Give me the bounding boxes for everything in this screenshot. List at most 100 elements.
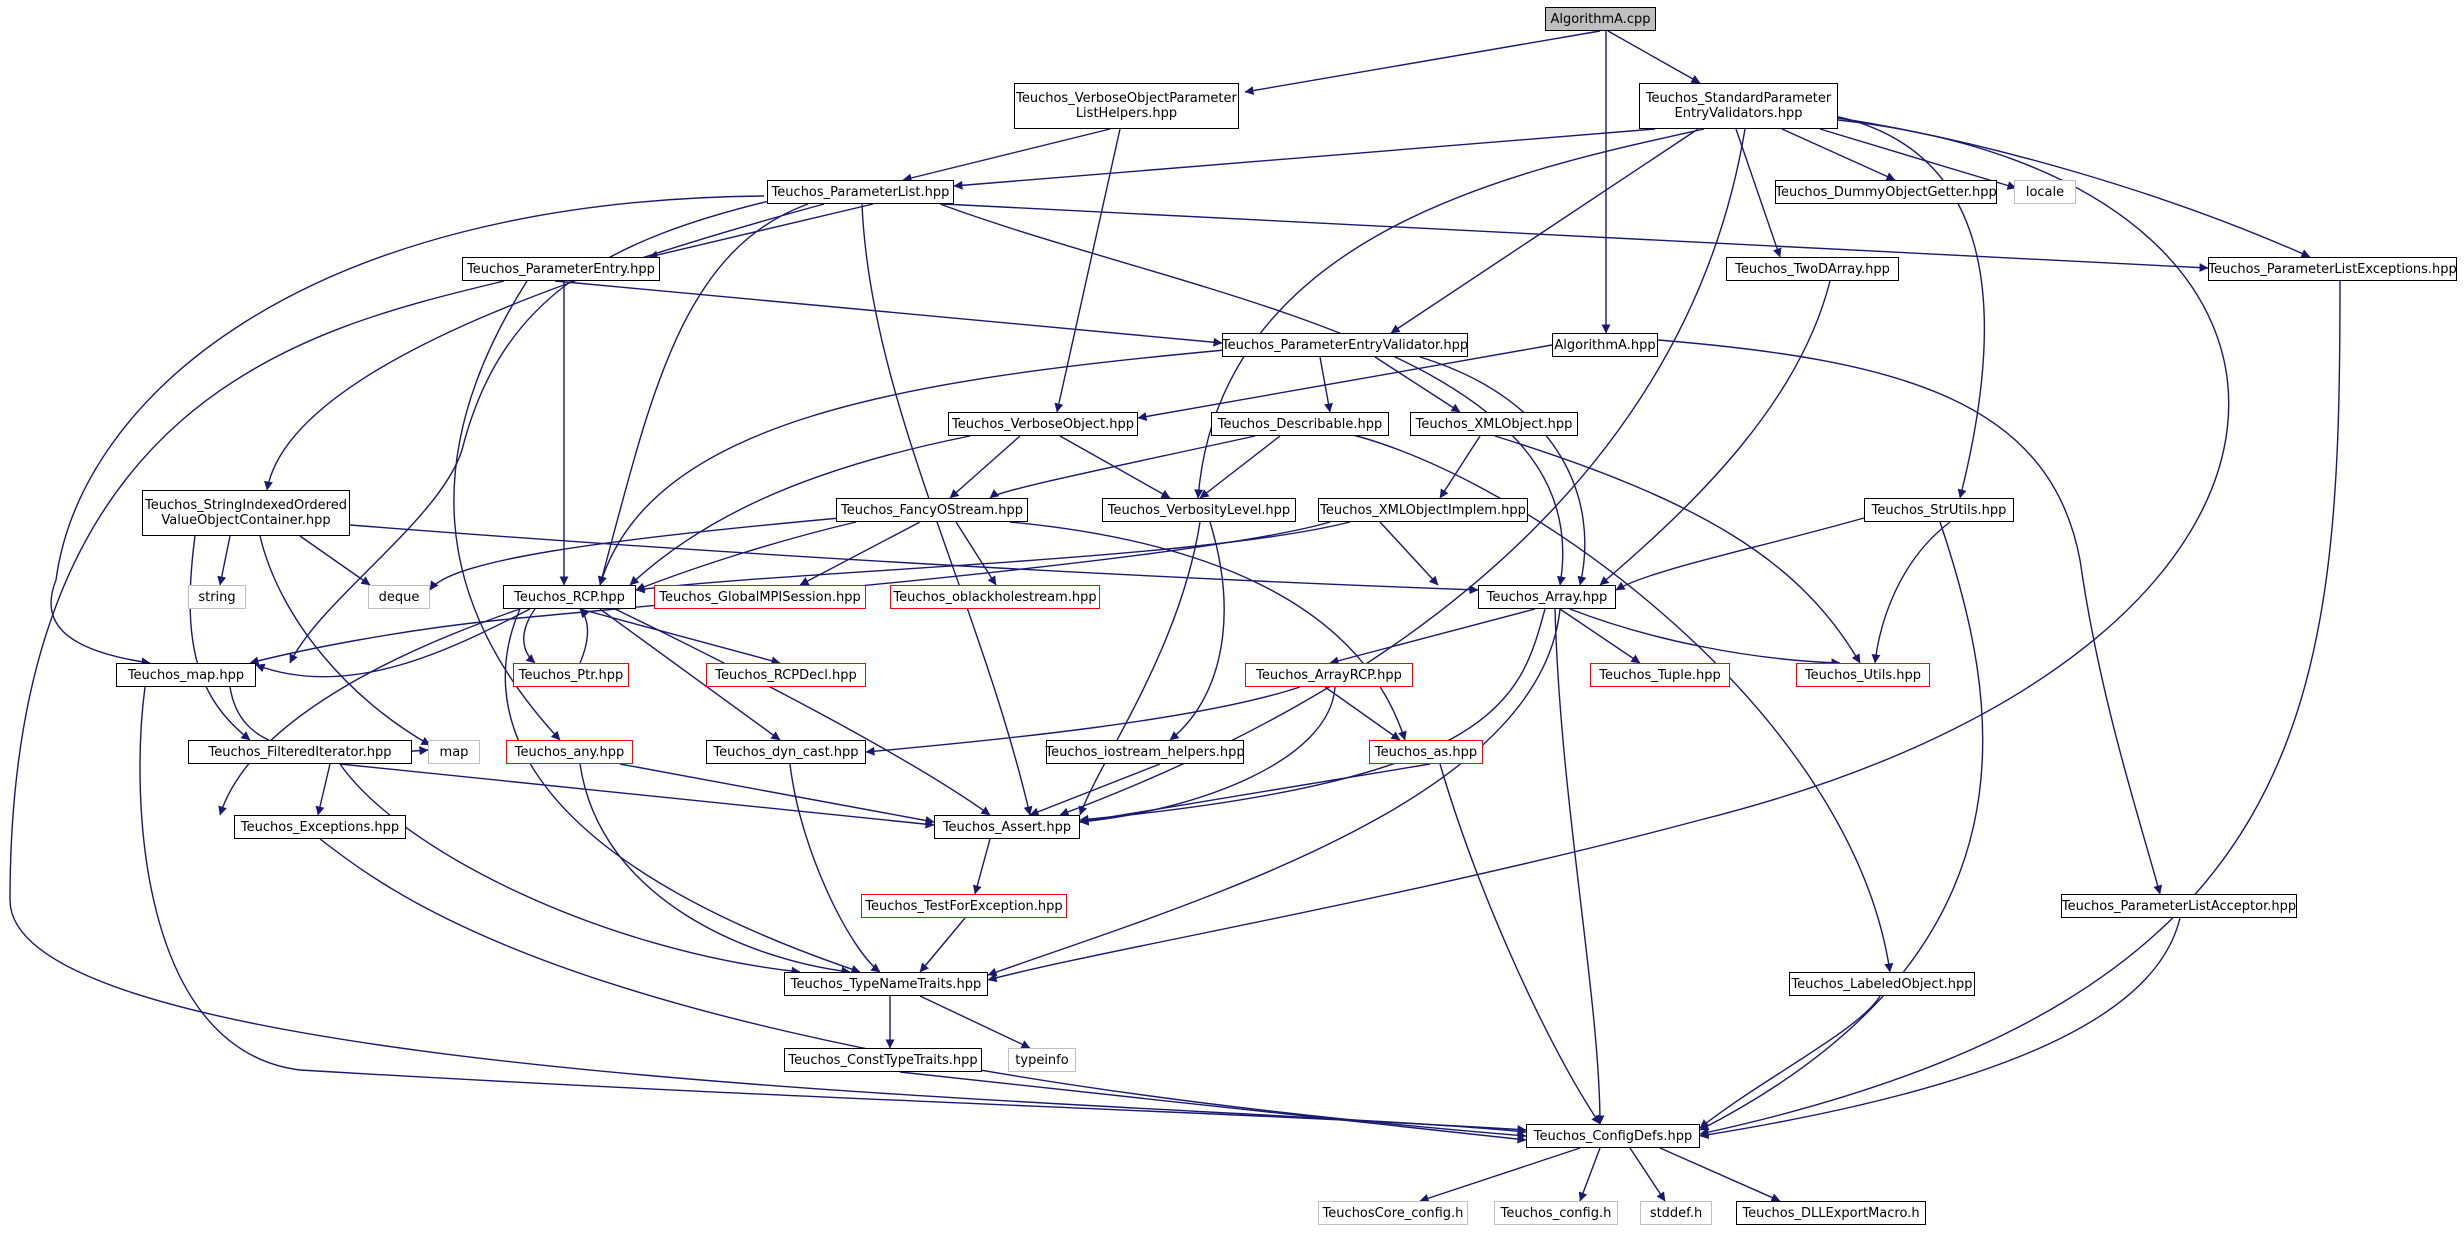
node-dll-export-macro[interactable]: Teuchos_DLLExportMacro.h: [1736, 1201, 1926, 1225]
node-parameter-list-acceptor[interactable]: Teuchos_ParameterListAcceptor.hpp: [2061, 894, 2297, 918]
node-string[interactable]: string: [188, 585, 246, 609]
node-parameter-entry[interactable]: Teuchos_ParameterEntry.hpp: [462, 257, 660, 281]
node-deque[interactable]: deque: [368, 585, 430, 609]
node-label: Teuchos_Ptr.hpp: [518, 667, 624, 683]
dependency-edge: [1390, 128, 1699, 334]
node-assert[interactable]: Teuchos_Assert.hpp: [934, 815, 1080, 839]
node-locale[interactable]: locale: [2014, 180, 2076, 204]
dependency-edge: [989, 435, 1256, 499]
node-label: Teuchos_Array.hpp: [1486, 589, 1608, 605]
dependency-edge: [255, 608, 531, 678]
dependency-edge: [554, 280, 1223, 347]
node-label: typeinfo: [1015, 1052, 1069, 1068]
node-str-utils[interactable]: Teuchos_StrUtils.hpp: [1864, 498, 2014, 522]
dependency-edge: [299, 535, 371, 586]
node-ptr[interactable]: Teuchos_Ptr.hpp: [513, 663, 629, 687]
node-rcp-decl[interactable]: Teuchos_RCPDecl.hpp: [706, 663, 866, 687]
node-label: map: [439, 744, 469, 760]
node-describable[interactable]: Teuchos_Describable.hpp: [1211, 412, 1389, 436]
dependency-edge: [987, 119, 2230, 983]
node-label: string: [198, 589, 236, 605]
dependency-edge: [1615, 517, 1865, 591]
dependency-edge: [1137, 344, 1553, 421]
node-label: Teuchos_map.hpp: [127, 667, 245, 683]
node-algorithma-hpp[interactable]: AlgorithmA.hpp: [1552, 333, 1658, 357]
dependency-edge: [599, 608, 781, 741]
node-array[interactable]: Teuchos_Array.hpp: [1478, 585, 1616, 609]
node-label: Teuchos_DLLExportMacro.h: [1742, 1205, 1920, 1221]
node-label-line-2: ValueObjectContainer.hpp: [161, 513, 331, 528]
node-utils[interactable]: Teuchos_Utils.hpp: [1796, 663, 1930, 687]
node-map-hpp[interactable]: Teuchos_map.hpp: [116, 663, 256, 687]
dependency-edge: [315, 763, 331, 816]
node-verbosity-level[interactable]: Teuchos_VerbosityLevel.hpp: [1102, 498, 1296, 522]
dependency-edge: [1439, 763, 1601, 1125]
dependency-edge: [1819, 128, 2017, 190]
node-exceptions[interactable]: Teuchos_Exceptions.hpp: [234, 815, 406, 839]
node-label: Teuchos_ConstTypeTraits.hpp: [788, 1052, 978, 1068]
node-label-line-1: Teuchos_StringIndexedOrdered: [145, 498, 347, 513]
dependency-edge: [1419, 356, 1587, 586]
node-test-for-exception[interactable]: Teuchos_TestForException.hpp: [861, 894, 1067, 918]
node-as[interactable]: Teuchos_as.hpp: [1369, 740, 1483, 764]
node-label: deque: [378, 589, 420, 605]
node-dummy-object-getter[interactable]: Teuchos_DummyObjectGetter.hpp: [1775, 180, 1997, 204]
node-global-mpi-session[interactable]: Teuchos_GlobalMPISession.hpp: [654, 585, 866, 609]
node-label: Teuchos_FancyOStream.hpp: [840, 502, 1024, 518]
node-fancy-ostream[interactable]: Teuchos_FancyOStream.hpp: [836, 498, 1028, 522]
dependency-edge: [597, 203, 809, 586]
dependency-edge: [1657, 339, 2163, 895]
node-algorithma-cpp[interactable]: AlgorithmA.cpp: [1545, 7, 1656, 31]
node-label: Teuchos_ParameterListExceptions.hpp: [2208, 261, 2457, 277]
node-teuchos-config[interactable]: Teuchos_config.h: [1494, 1201, 1618, 1225]
node-dyn-cast[interactable]: Teuchos_dyn_cast.hpp: [706, 740, 866, 764]
node-label: TeuchosCore_config.h: [1322, 1205, 1464, 1221]
node-any[interactable]: Teuchos_any.hpp: [506, 740, 633, 764]
node-twod-array[interactable]: Teuchos_TwoDArray.hpp: [1726, 257, 1899, 281]
dependency-edge: [1329, 429, 1894, 973]
node-xml-object[interactable]: Teuchos_XMLObject.hpp: [1410, 412, 1578, 436]
dependency-edge: [218, 608, 521, 816]
dependency-edge: [635, 521, 1351, 594]
dependency-edge: [1834, 115, 1986, 499]
node-tuple[interactable]: Teuchos_Tuple.hpp: [1590, 663, 1730, 687]
node-teuchoscore-config[interactable]: TeuchosCore_config.h: [1318, 1201, 1468, 1225]
node-xml-object-implem[interactable]: Teuchos_XMLObjectImplem.hpp: [1318, 498, 1528, 522]
dependency-edge: [1194, 128, 1705, 499]
node-oblackholestream[interactable]: Teuchos_oblackholestream.hpp: [890, 585, 1100, 609]
node-stddef[interactable]: stddef.h: [1640, 1201, 1712, 1225]
node-parameter-list-exceptions[interactable]: Teuchos_ParameterListExceptions.hpp: [2208, 257, 2457, 281]
node-rcp[interactable]: Teuchos_RCP.hpp: [503, 585, 636, 609]
dependency-edge: [1324, 686, 1401, 741]
node-filtered-iterator[interactable]: Teuchos_FilteredIterator.hpp: [188, 740, 412, 764]
node-label: stddef.h: [1649, 1205, 1703, 1221]
node-typeinfo[interactable]: typeinfo: [1008, 1048, 1076, 1072]
dependency-edge: [1419, 1147, 1581, 1203]
node-labeled-object[interactable]: Teuchos_LabeledObject.hpp: [1789, 972, 1975, 996]
node-array-rcp[interactable]: Teuchos_ArrayRCP.hpp: [1245, 663, 1413, 687]
node-verbose-object[interactable]: Teuchos_VerboseObject.hpp: [948, 412, 1138, 436]
node-label: Teuchos_config.h: [1500, 1205, 1612, 1221]
node-label-line-1: Teuchos_StandardParameter: [1645, 91, 1832, 106]
node-iostream-helpers[interactable]: Teuchos_iostream_helpers.hpp: [1045, 740, 1245, 764]
node-label: Teuchos_ParameterList.hpp: [771, 184, 950, 200]
node-parameter-entry-validator[interactable]: Teuchos_ParameterEntryValidator.hpp: [1222, 333, 1468, 357]
node-type-name-traits[interactable]: Teuchos_TypeNameTraits.hpp: [784, 972, 988, 996]
dependency-edge: [1059, 128, 1746, 817]
dependency-edge: [648, 203, 874, 260]
dependency-edge: [942, 203, 2209, 273]
dependency-edge: [598, 349, 1226, 586]
node-map[interactable]: map: [428, 740, 480, 764]
dependency-edge: [1735, 128, 1782, 258]
dependency-edge: [1029, 763, 1161, 817]
node-config-defs[interactable]: Teuchos_ConfigDefs.hpp: [1526, 1124, 1700, 1148]
dependency-edge: [899, 1071, 1527, 1144]
node-parameter-list[interactable]: Teuchos_ParameterList.hpp: [767, 180, 954, 204]
node-const-type-traits[interactable]: Teuchos_ConstTypeTraits.hpp: [784, 1048, 982, 1072]
dependency-edge: [1699, 280, 2341, 1137]
dependency-edge: [972, 838, 991, 895]
